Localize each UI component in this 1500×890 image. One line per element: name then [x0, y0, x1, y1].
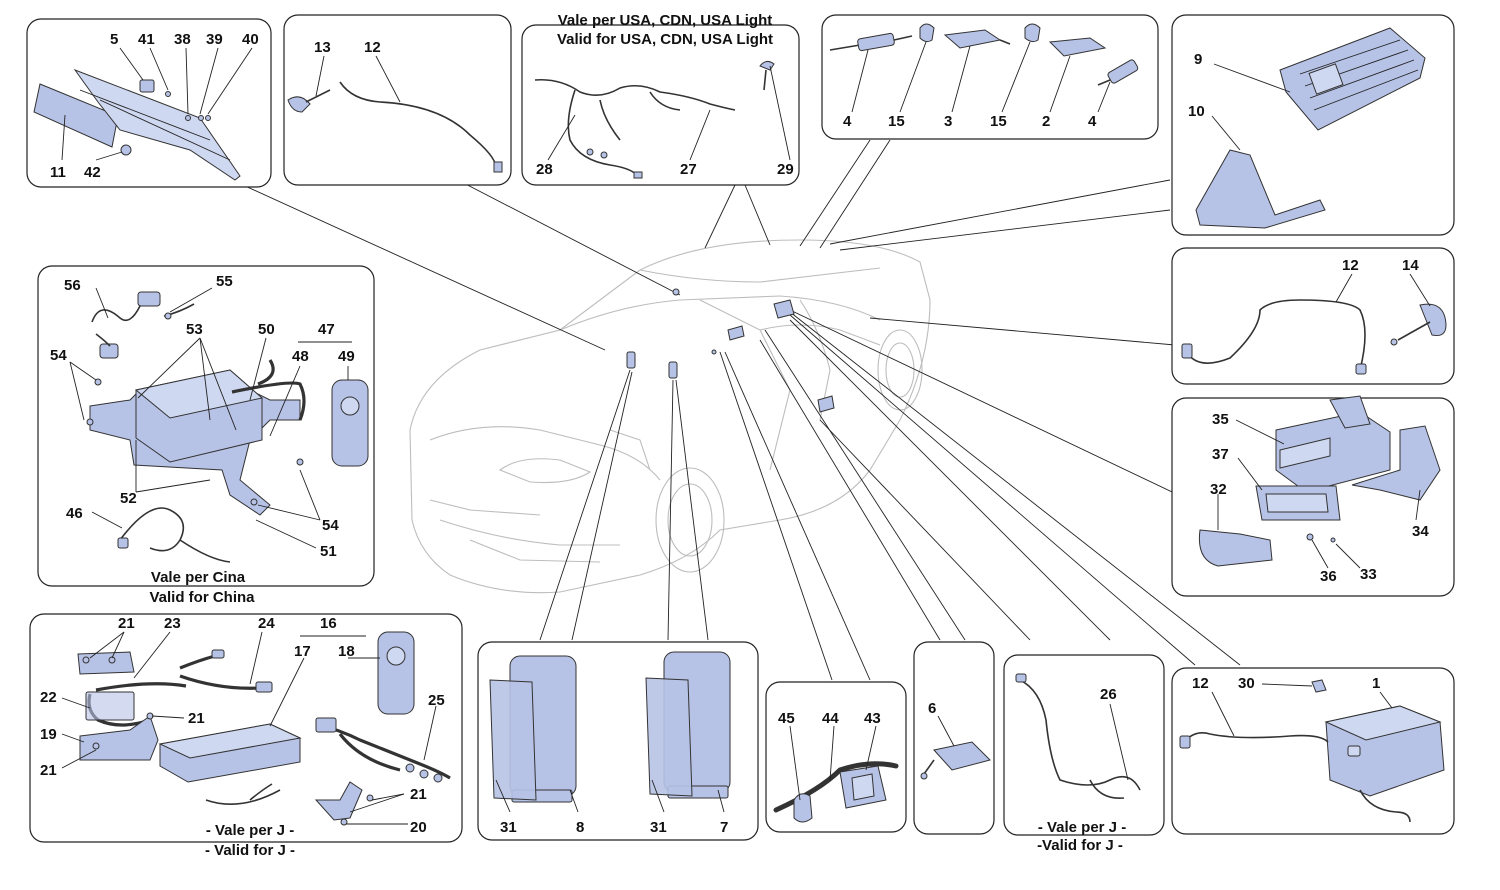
label-27: 27 [680, 161, 697, 178]
label-29: 29 [777, 161, 794, 178]
label-33: 33 [1360, 566, 1377, 583]
label-9: 9 [1194, 51, 1202, 68]
panel-top-left: 5 41 38 39 40 11 42 [26, 18, 272, 188]
caption-j2-line2: -Valid for J - [1037, 837, 1123, 854]
car-mounted-parts [626, 288, 835, 413]
label-21a: 21 [118, 615, 135, 632]
leader-lines [231, 139, 1241, 681]
label-14: 14 [1402, 257, 1419, 274]
caption-j-line2: - Valid for J - [205, 842, 295, 859]
label-36: 36 [1320, 568, 1337, 585]
panel-speakers: 31 8 31 7 [477, 641, 759, 841]
label-34: 34 [1412, 523, 1429, 540]
label-35: 35 [1212, 411, 1229, 428]
label-1: 1 [1372, 675, 1380, 692]
label-49: 49 [338, 348, 355, 365]
label-6: 6 [928, 700, 936, 717]
panel-japan-nav: 21 23 24 16 17 18 22 21 19 25 21 21 20 -… [29, 613, 463, 859]
label-38: 38 [174, 31, 191, 48]
label-43: 43 [864, 710, 881, 727]
label-50: 50 [258, 321, 275, 338]
label-23: 23 [164, 615, 181, 632]
label-18: 18 [338, 643, 355, 660]
panel-head-unit: 35 37 32 34 36 33 [1171, 395, 1455, 597]
label-20: 20 [410, 819, 427, 836]
label-2: 2 [1042, 113, 1050, 130]
caption-china-line1: Vale per Cina [151, 569, 246, 586]
label-13: 13 [314, 39, 331, 56]
label-21c: 21 [40, 762, 57, 779]
label-37: 37 [1212, 446, 1229, 463]
caption-j2-line1: - Vale per J - [1038, 819, 1126, 836]
label-48: 48 [292, 348, 309, 365]
label-44: 44 [822, 710, 839, 727]
label-17: 17 [294, 643, 311, 660]
label-46: 46 [66, 505, 83, 522]
label-55: 55 [216, 273, 233, 290]
label-12b: 12 [1342, 257, 1359, 274]
label-53: 53 [186, 321, 203, 338]
panel-part-26: 26 - Vale per J - -Valid for J - [1003, 654, 1165, 854]
label-19: 19 [40, 726, 57, 743]
label-42: 42 [84, 164, 101, 181]
panel-usb: 45 44 43 [765, 681, 907, 833]
caption-china-line2: Valid for China [149, 589, 255, 606]
caption-usa-line2: Valid for USA, CDN, USA Light [557, 31, 773, 48]
panel-antenna-modules: 4 15 3 15 2 4 [821, 14, 1159, 140]
label-12: 12 [364, 39, 381, 56]
label-5: 5 [110, 31, 118, 48]
label-56: 56 [64, 277, 81, 294]
caption-j-line1: - Vale per J - [206, 822, 294, 839]
label-51: 51 [320, 543, 337, 560]
label-3: 3 [944, 113, 952, 130]
label-8: 8 [576, 819, 584, 836]
panel-antenna-cable: 13 12 [283, 14, 512, 186]
panel-usa-harness: Vale per USA, CDN, USA Light Valid for U… [521, 12, 800, 186]
caption-usa-line1: Vale per USA, CDN, USA Light [558, 12, 772, 29]
remote-control-china [331, 379, 369, 467]
label-39: 39 [206, 31, 223, 48]
label-24: 24 [258, 615, 275, 632]
amplifier-part [1279, 27, 1426, 131]
label-26: 26 [1100, 686, 1117, 703]
label-54b: 54 [322, 517, 339, 534]
panel-amplifier: 9 10 [1171, 14, 1455, 236]
label-11: 11 [50, 164, 66, 181]
label-15a: 15 [888, 113, 905, 130]
label-22: 22 [40, 689, 57, 706]
panel-part-6: 6 [913, 641, 995, 835]
label-31b: 31 [650, 819, 667, 836]
label-28: 28 [536, 161, 553, 178]
label-15b: 15 [990, 113, 1007, 130]
label-40: 40 [242, 31, 259, 48]
label-16: 16 [320, 615, 337, 632]
label-52: 52 [120, 490, 137, 507]
panel-china: 56 55 53 50 47 54 48 49 52 46 54 51 Vale… [37, 265, 375, 606]
label-32: 32 [1210, 481, 1227, 498]
panel-antenna-right: 12 14 [1171, 247, 1455, 385]
label-45: 45 [778, 710, 795, 727]
label-21b: 21 [188, 710, 205, 727]
label-10: 10 [1188, 103, 1205, 120]
car-outline [409, 239, 931, 594]
panel-control-unit: 12 30 1 [1171, 667, 1455, 835]
label-47: 47 [318, 321, 335, 338]
label-7: 7 [720, 819, 728, 836]
remote-control-japan [377, 631, 415, 715]
label-4b: 4 [1088, 113, 1097, 130]
label-54a: 54 [50, 347, 67, 364]
label-21d: 21 [410, 786, 427, 803]
label-30: 30 [1238, 675, 1255, 692]
label-31a: 31 [500, 819, 517, 836]
label-12c: 12 [1192, 675, 1209, 692]
label-4a: 4 [843, 113, 852, 130]
label-41: 41 [138, 31, 155, 48]
label-25: 25 [428, 692, 445, 709]
display-screen-part [33, 83, 119, 148]
